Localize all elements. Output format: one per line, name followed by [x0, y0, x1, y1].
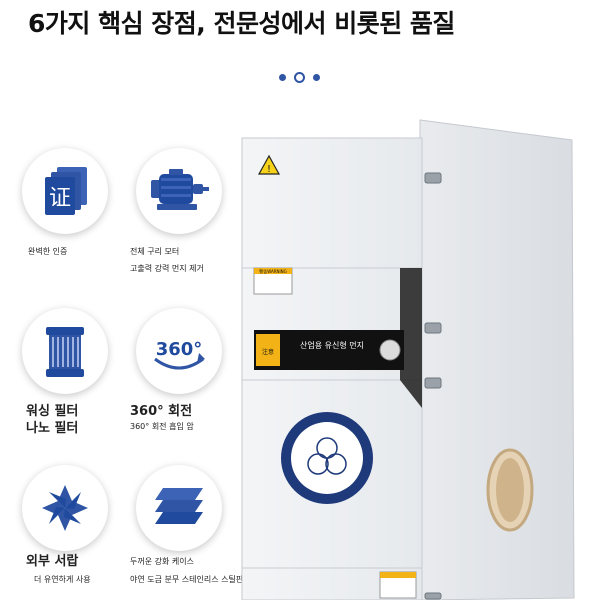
carousel-indicator[interactable]: [279, 72, 320, 83]
case-label-2: 야연 도금 분무 스테인리스 스틸판: [130, 575, 244, 584]
svg-text:!: !: [267, 164, 271, 175]
motor-icon: [151, 169, 209, 210]
carousel-dot-2-active[interactable]: [294, 72, 305, 83]
certificate-icon: 证: [45, 167, 87, 215]
certification-label: 완벽한 인증: [28, 247, 68, 256]
svg-text:证: 证: [49, 186, 71, 211]
filter-label-2: 나노 필터: [26, 421, 79, 436]
drawer-label-1: 외부 서랍: [26, 554, 79, 569]
drawer-feature: [22, 465, 108, 551]
certification-feature: 证: [22, 148, 108, 234]
rotation-feature: 360°: [136, 308, 222, 394]
carousel-dot-3[interactable]: [313, 74, 320, 81]
svg-text:注意: 注意: [262, 348, 274, 356]
steel-plates-icon: [155, 488, 203, 524]
filter-cartridge-icon: [46, 327, 84, 377]
svg-text:360°: 360°: [156, 339, 203, 360]
drawer-folding-icon: [42, 485, 88, 531]
motor-label-1: 전체 구리 모터: [130, 247, 180, 256]
case-feature: [136, 465, 222, 551]
filter-label-1: 워싱 필터: [26, 404, 79, 419]
svg-text:산업용 유신형 먼지: 산업용 유신형 먼지: [300, 340, 364, 350]
rotation-360-icon: 360°: [154, 339, 205, 370]
page-title: 6가지 핵심 장점, 전문성에서 비롯된 품질: [28, 9, 455, 38]
motor-feature: [136, 148, 222, 234]
motor-label-2: 고출력 강력 먼지 제거: [130, 264, 204, 273]
drawer-label-2: 더 유연하게 사용: [34, 575, 91, 584]
svg-text:警告WARNING: 警告WARNING: [259, 268, 287, 274]
dust-collector-product-image: ! 警告WARNING 注意 산업용 유신형 먼지: [232, 118, 592, 601]
case-label-1: 두꺼운 강화 케이스: [130, 557, 194, 566]
filter-feature: [22, 308, 108, 394]
rotation-label-1: 360° 회전: [130, 404, 193, 419]
carousel-dot-1[interactable]: [279, 74, 286, 81]
rotation-label-2: 360° 회전 흡입 암: [130, 422, 194, 431]
